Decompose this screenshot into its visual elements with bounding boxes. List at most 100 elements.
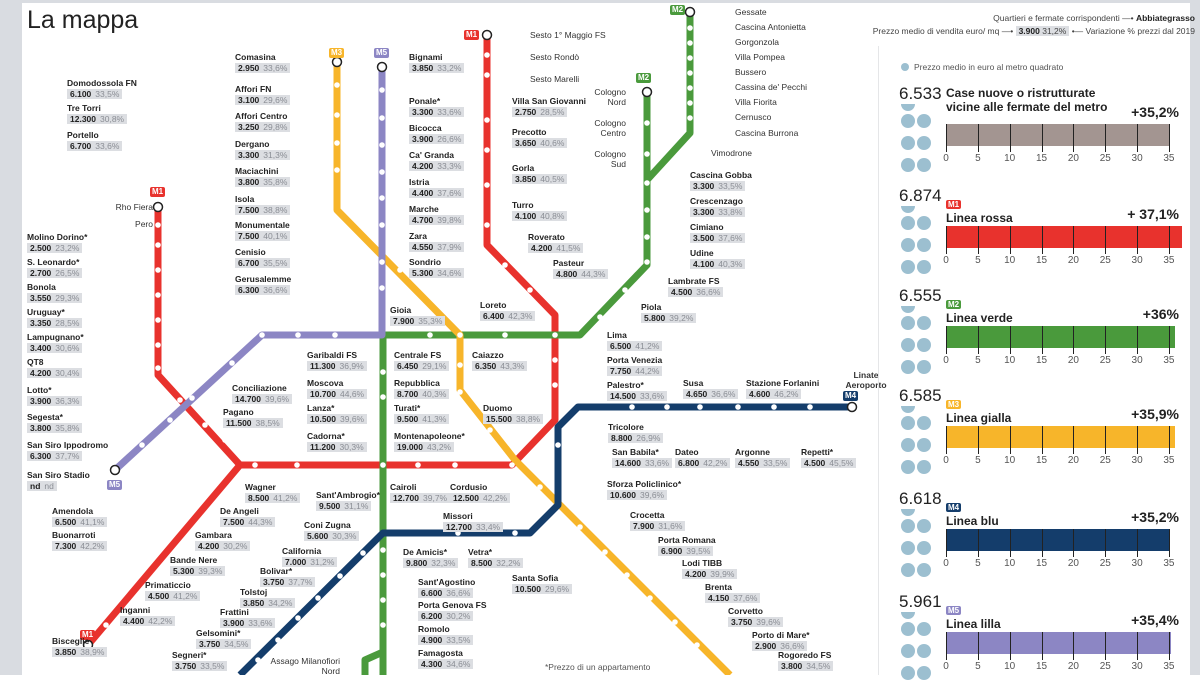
- station-dot: [624, 572, 630, 578]
- station-name: Domodossola FN: [67, 78, 137, 88]
- axis-tick-label: 20: [1067, 558, 1079, 569]
- station-price: 14.500: [610, 391, 636, 401]
- station-name: Sant'Ambrogio*: [316, 490, 380, 500]
- station-pct: 36,3%: [55, 396, 80, 406]
- station-name: De Amicis*: [403, 547, 448, 557]
- station-price: 9.800: [406, 558, 428, 568]
- station-dot: [294, 462, 300, 468]
- axis-tick-label: 5: [975, 455, 981, 466]
- station-price: 3.300: [693, 207, 715, 217]
- axis-tick-label: 25: [1099, 153, 1111, 164]
- station-dot: [452, 462, 458, 468]
- station-pct: 46,2%: [774, 389, 799, 399]
- axis-tick: [1009, 529, 1011, 557]
- block-label: Case nuove o ristrutturate vicine alle f…: [946, 86, 1116, 114]
- station-pct: 35,8%: [55, 423, 80, 433]
- station-dot: [229, 360, 235, 366]
- axis-tick: [977, 124, 979, 152]
- footnote: *Prezzo di un appartamento: [545, 662, 651, 672]
- station-price: 4.300: [421, 659, 443, 669]
- axis-tick: [1137, 226, 1139, 254]
- station-name: Gioia: [390, 305, 412, 315]
- axis-tick: [1168, 326, 1170, 354]
- station-price: 19.000: [397, 442, 423, 452]
- axis-tick-label: 0: [943, 255, 949, 266]
- station-name: Repubblica: [394, 378, 440, 388]
- axis-tick-label: 15: [1035, 153, 1048, 164]
- avg-price: 5.961: [899, 592, 942, 611]
- station-name-plain: Gessate: [735, 7, 767, 17]
- station-price: 4.700: [412, 215, 434, 225]
- station-pct: 31,1%: [344, 501, 369, 511]
- station-pct: 37,6%: [718, 233, 743, 243]
- station-dot: [379, 87, 385, 93]
- station-name: Frattini: [220, 607, 249, 617]
- station-dot: [457, 362, 463, 368]
- axis-tick-label: 0: [943, 455, 949, 466]
- axis-tick-label: 10: [1004, 661, 1016, 672]
- station-price: 12.500: [453, 493, 479, 503]
- axis-tick-label: 10: [1004, 558, 1016, 569]
- station-name: Porto di Mare*: [752, 630, 810, 640]
- station-pct: 40,5%: [540, 174, 565, 184]
- station-dot: [155, 267, 161, 273]
- station-dot: [457, 389, 463, 395]
- line-m2-gessate: [644, 12, 694, 183]
- station-name-plain: Rho Fiera: [115, 202, 153, 212]
- line-badge: M3: [946, 400, 962, 409]
- station-name: Precotto: [512, 127, 547, 137]
- station-pct: 39,6%: [756, 617, 781, 627]
- station-pct: 40,1%: [263, 231, 288, 241]
- station-price: 3.300: [412, 107, 434, 117]
- axis-tick: [1105, 426, 1107, 454]
- axis-tick: [1137, 529, 1139, 557]
- station-price: 4.100: [515, 211, 537, 221]
- terminus-dot: [846, 401, 858, 413]
- station-dot: [629, 404, 635, 410]
- station-name: Duomo: [483, 403, 513, 413]
- station-name: Piola: [641, 302, 662, 312]
- station-price: 2.500: [30, 243, 52, 253]
- station-dot: [644, 180, 650, 186]
- axis-tick-label: 20: [1067, 455, 1079, 466]
- station-pct: 35,5%: [263, 258, 288, 268]
- station-pct: 33,5%: [95, 89, 120, 99]
- station-price: 6.700: [70, 141, 92, 151]
- station-dot: [484, 117, 490, 123]
- line-badge: M2: [946, 300, 962, 309]
- panel-header-text: Prezzo medio in euro al metro quadrato: [914, 62, 1064, 72]
- station-dot: [332, 332, 338, 338]
- station-dot: [644, 234, 650, 240]
- station-price: 3.750: [175, 661, 197, 671]
- axis-tick: [946, 226, 947, 254]
- axis-tick-label: 30: [1131, 255, 1143, 266]
- station-price: 7.750: [610, 366, 632, 376]
- station-name: Bande Nere: [170, 555, 218, 565]
